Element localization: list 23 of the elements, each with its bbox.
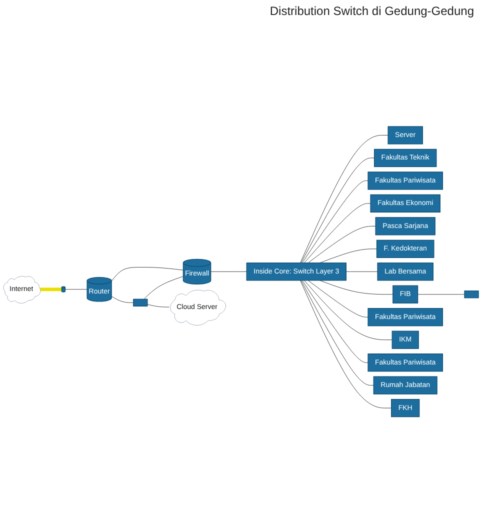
connector [418,294,465,295]
note-text: Distribution Switch di Gedung-Gedung [270,4,474,18]
connector [304,280,392,340]
connector [147,304,170,308]
node-box [464,290,479,299]
node-box [133,299,148,307]
connector [300,280,374,386]
connector [111,267,184,282]
connector [308,226,376,264]
connector [304,204,371,264]
connector [320,280,394,295]
connector [144,276,184,300]
connector [300,158,375,264]
connector [40,288,62,292]
connector [302,280,368,364]
node-cylinder [61,286,66,293]
connector [111,296,134,304]
connector [300,135,388,264]
connector [300,280,392,409]
connector [64,289,88,290]
connector [320,249,377,264]
connector [302,180,368,264]
connector [308,280,368,318]
